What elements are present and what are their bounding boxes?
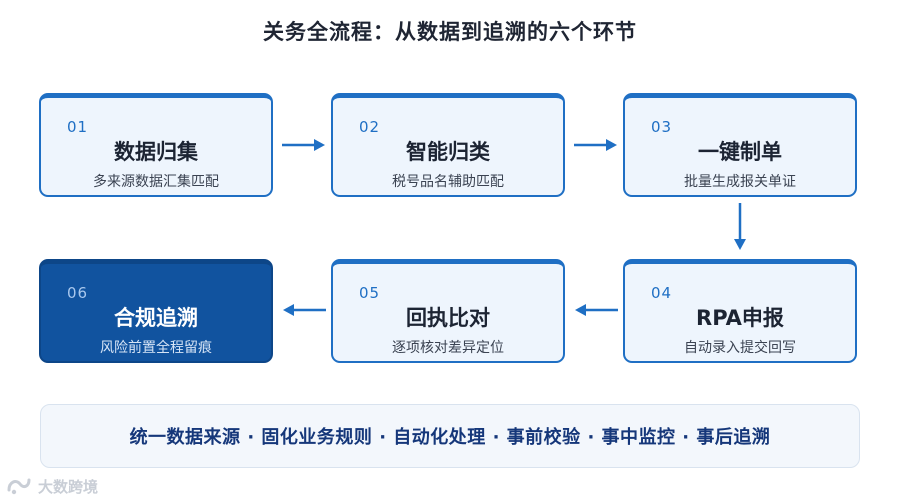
step-card-2: 02 智能归类 税号品名辅助匹配 [331,93,565,197]
step-card-5: 05 回执比对 逐项核对差异定位 [331,259,565,363]
step-card-1: 01 数据归集 多来源数据汇集匹配 [39,93,273,197]
step-card-3: 03 一键制单 批量生成报关单证 [623,93,857,197]
step-name: 数据归集 [114,140,198,164]
arrow-left-icon [575,304,618,316]
step-name: 回执比对 [406,306,490,330]
watermark-text: 大数跨境 [38,477,99,496]
step-name: 智能归类 [406,140,490,164]
step-number: 04 [651,284,673,302]
step-description: 风险前置全程留痕 [100,340,212,356]
step-card-6: 06 合规追溯 风险前置全程留痕 [39,259,273,363]
step-description: 自动录入提交回写 [684,340,796,356]
summary-text: 统一数据来源 · 固化业务规则 · 自动化处理 · 事前校验 · 事中监控 · … [129,427,771,448]
arrow-left-icon [283,304,326,316]
arrow-right-icon [574,139,617,151]
summary-banner: 统一数据来源 · 固化业务规则 · 自动化处理 · 事前校验 · 事中监控 · … [40,404,860,468]
step-description: 逐项核对差异定位 [392,340,504,356]
watermark: 大数跨境 [6,474,98,498]
step-number: 03 [651,118,673,136]
logo-icon [7,478,31,495]
arrow-right-icon [282,139,325,151]
step-number: 06 [67,284,89,302]
step-description: 批量生成报关单证 [684,174,796,190]
step-number: 02 [359,118,381,136]
step-description: 多来源数据汇集匹配 [93,174,219,190]
step-description: 税号品名辅助匹配 [392,174,504,190]
step-name: RPA申报 [696,306,784,330]
step-number: 01 [67,118,89,136]
arrow-down-icon [734,203,746,250]
step-name: 一键制单 [698,140,782,164]
step-number: 05 [359,284,381,302]
step-card-4: 04 RPA申报 自动录入提交回写 [623,259,857,363]
step-name: 合规追溯 [114,306,198,330]
diagram-title: 关务全流程：从数据到追溯的六个环节 [263,20,637,44]
